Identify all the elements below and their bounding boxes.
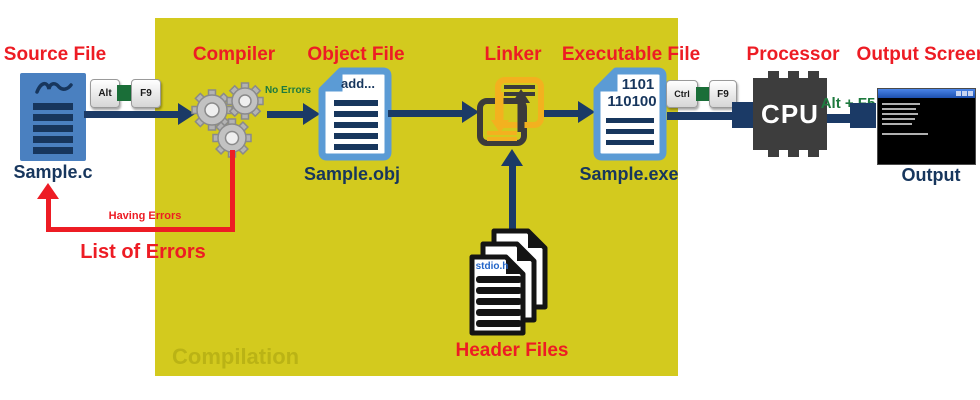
output-label: Output	[901, 165, 961, 185]
doc-line	[476, 298, 522, 305]
error-path-down	[230, 150, 235, 231]
compilation-box	[155, 18, 678, 376]
doc-line	[334, 111, 378, 117]
close-icon	[968, 91, 973, 96]
object-file-title: Object File	[307, 44, 405, 65]
connector-plug	[850, 103, 876, 128]
doc-line	[334, 100, 378, 106]
arrow-linker-to-executable	[544, 110, 582, 117]
arrow-head	[501, 149, 523, 166]
executable-file-name: Sample.exe	[579, 164, 679, 184]
exe-binary-line2: 110100	[607, 93, 657, 110]
maximize-icon	[962, 91, 967, 96]
cpu-pin	[808, 71, 819, 79]
key-ctrl: Ctrl	[666, 80, 698, 108]
doc-line	[476, 287, 522, 294]
error-arrow-head	[37, 183, 59, 199]
cpu-pin	[768, 149, 779, 157]
key-f9: F9	[131, 79, 161, 108]
linker-icon	[477, 77, 544, 146]
arrow-head	[578, 101, 595, 123]
cpu-chip-icon: CPU	[753, 78, 827, 150]
console-body	[878, 98, 975, 164]
cpu-chip-label: CPU	[761, 98, 819, 129]
error-path-left	[46, 227, 235, 232]
executable-file-title: Executable File	[561, 44, 701, 65]
arrow-source-to-compiler	[84, 111, 182, 118]
doc-line	[476, 320, 522, 327]
doc-line	[33, 114, 73, 121]
cpu-pin	[788, 149, 799, 157]
doc-line	[33, 125, 73, 132]
console-text-line	[882, 118, 915, 120]
connector-exe-to-cpu	[667, 112, 735, 120]
doc-line	[33, 147, 73, 154]
doc-line	[33, 103, 73, 110]
list-of-errors-label: List of Errors	[80, 241, 206, 263]
arrow-head	[178, 103, 195, 125]
doc-line	[334, 144, 378, 150]
doc-line	[606, 129, 654, 134]
connector-plug	[732, 102, 753, 128]
compiler-title: Compiler	[192, 44, 276, 65]
cpu-pin	[768, 71, 779, 79]
cpu-pin	[808, 149, 819, 157]
source-file-name: Sample.c	[13, 162, 93, 182]
key-alt: Alt	[90, 79, 120, 108]
having-errors-label: Having Errors	[108, 210, 182, 222]
processor-title: Processor	[746, 44, 840, 65]
compiler-gears-icon	[191, 82, 264, 158]
header-doc-text: stdio.h	[475, 261, 509, 272]
key-plus-connector	[696, 87, 709, 101]
minimize-icon	[956, 91, 961, 96]
console-text-line	[882, 108, 916, 110]
output-screen-title: Output Screen	[856, 44, 980, 65]
source-file-icon	[20, 73, 86, 161]
key-plus-connector	[117, 85, 132, 101]
object-doc-text: add...	[341, 76, 375, 91]
executable-file-icon	[593, 67, 667, 161]
arrow-head	[303, 103, 320, 125]
arrow-head	[462, 101, 479, 123]
connector-cpu-to-output	[827, 114, 853, 123]
no-errors-label: No Errors	[264, 85, 312, 96]
doc-line	[606, 118, 654, 123]
doc-line	[334, 133, 378, 139]
console-window	[877, 88, 976, 165]
handwriting-scribble-icon	[35, 82, 73, 94]
source-file-title: Source File	[3, 44, 107, 65]
exe-binary-line1: 1101	[621, 76, 655, 93]
doc-line	[606, 140, 654, 145]
arrow-headers-to-linker	[509, 166, 516, 231]
console-text-line	[882, 103, 920, 105]
console-text-line	[882, 133, 928, 135]
doc-line	[33, 136, 73, 143]
linker-title: Linker	[484, 44, 542, 65]
object-file-name: Sample.obj	[303, 164, 401, 184]
console-text-line	[882, 123, 912, 125]
doc-line	[334, 122, 378, 128]
error-path-up	[46, 198, 51, 229]
compilation-box-label: Compilation	[172, 344, 300, 369]
console-titlebar	[878, 89, 975, 98]
doc-line	[476, 276, 522, 283]
cpu-pin	[788, 71, 799, 79]
console-text-line	[882, 113, 918, 115]
doc-line	[476, 309, 522, 316]
header-files-title: Header Files	[455, 340, 569, 361]
arrow-compiler-to-object	[267, 111, 307, 118]
arrow-object-to-linker	[388, 110, 466, 117]
